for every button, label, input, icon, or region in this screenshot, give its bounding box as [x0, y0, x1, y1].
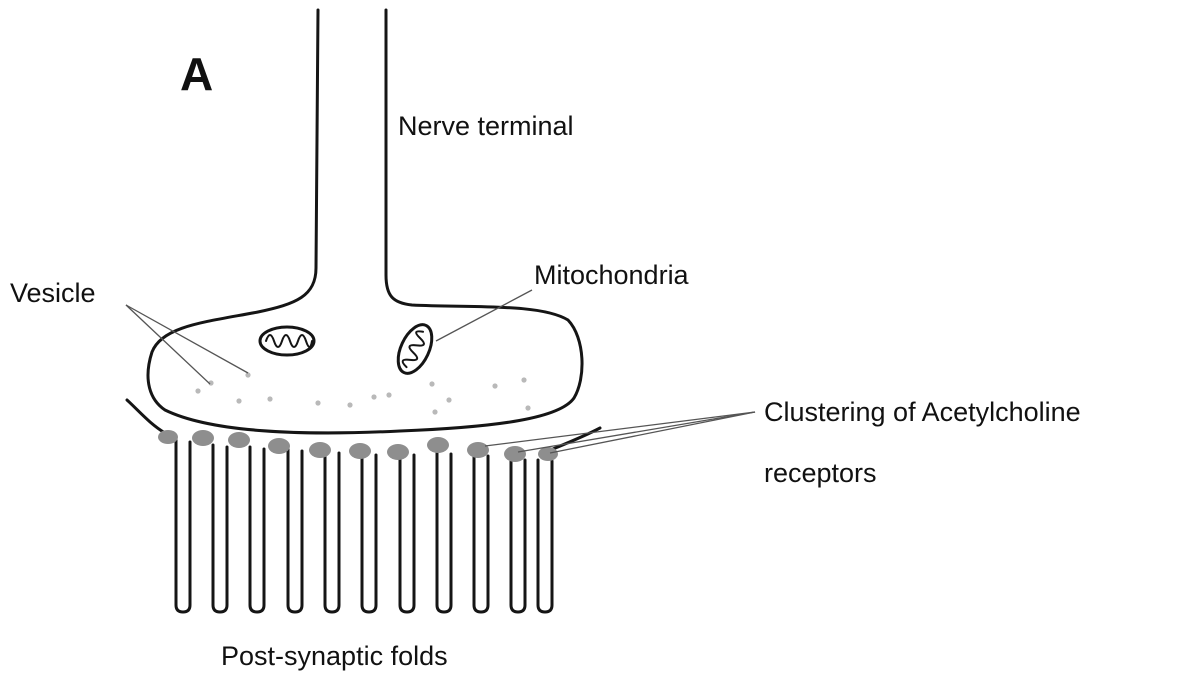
clustering-leader: [550, 412, 755, 453]
fold: [538, 460, 552, 612]
receptor-cluster: [467, 442, 489, 458]
vesicle: [245, 372, 250, 377]
vesicle: [267, 396, 272, 401]
vesicles: [195, 372, 530, 414]
vesicle: [347, 402, 352, 407]
receptor-cluster: [387, 444, 409, 460]
post-synaptic-folds-label: Post-synaptic folds: [221, 641, 448, 671]
post-synaptic-folds: [176, 440, 552, 612]
fold: [474, 455, 488, 612]
mitochondria-label: Mitochondria: [534, 260, 690, 290]
nerve-terminal-label: Nerve terminal: [398, 111, 574, 141]
receptor-cluster: [158, 430, 178, 444]
clustering-leader: [518, 412, 755, 452]
clustering-label-line2: receptors: [764, 458, 877, 488]
vesicle: [195, 388, 200, 393]
fold: [437, 452, 451, 612]
panel-label: A: [180, 48, 213, 100]
receptor-cluster: [504, 446, 526, 462]
receptor-cluster: [228, 432, 250, 448]
mitochondria-leader: [436, 290, 532, 341]
vesicle: [429, 381, 434, 386]
vesicle: [386, 392, 391, 397]
fold: [362, 453, 376, 612]
mitochondrion-2: [391, 320, 438, 379]
vesicle: [371, 394, 376, 399]
receptor-cluster: [427, 437, 449, 453]
vesicle: [521, 377, 526, 382]
receptor-cluster: [349, 443, 371, 459]
vesicle: [315, 400, 320, 405]
fold: [250, 447, 264, 612]
fold: [400, 454, 414, 612]
vesicle: [525, 405, 530, 410]
clustering-label-line1: Clustering of Acetylcholine: [764, 397, 1081, 427]
clustering-leader: [485, 412, 755, 446]
receptor-cluster: [309, 442, 331, 458]
receptor-cluster: [538, 447, 558, 461]
acetylcholine-receptor-clusters: [158, 430, 558, 462]
fold: [176, 440, 190, 612]
vesicle: [492, 383, 497, 388]
receptor-cluster: [192, 430, 214, 446]
vesicle: [432, 409, 437, 414]
mitochondrion-1: [260, 327, 314, 355]
fold: [325, 451, 339, 612]
fold: [288, 449, 302, 612]
fold: [511, 458, 525, 612]
fold: [213, 445, 227, 612]
vesicle: [446, 397, 451, 402]
receptor-cluster: [268, 438, 290, 454]
vesicle: [236, 398, 241, 403]
vesicle-label: Vesicle: [10, 278, 96, 308]
